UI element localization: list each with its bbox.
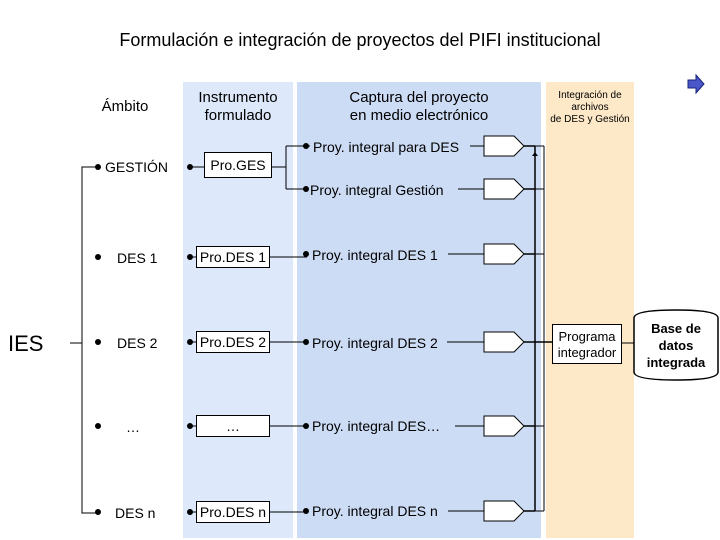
dot: [303, 423, 309, 429]
instrumento-prodes1: Pro.DES 1: [196, 246, 270, 268]
instrumento-proges: Pro.GES: [204, 152, 272, 178]
dot: [303, 251, 309, 257]
file-shape-desx: [483, 415, 525, 437]
programa-line1: Programa: [558, 329, 616, 344]
captura-gestion-des: Proy. integral para DES: [313, 139, 460, 155]
captura-des2: Proy. integral DES 2: [312, 335, 438, 351]
file-shapes: [483, 135, 525, 522]
dot: [95, 423, 101, 429]
base-datos-line3: integrada: [646, 355, 706, 370]
header-instrumento-line1: Instrumento: [198, 89, 278, 106]
arrow-right-icon: [687, 73, 705, 95]
dot: [187, 509, 193, 515]
ies-bracket: [70, 166, 98, 514]
dot: [95, 254, 101, 260]
instrumento-prodesx: …: [196, 415, 270, 437]
header-ambito: Ámbito: [101, 98, 149, 115]
captura-des1: Proy. integral DES 1: [312, 247, 438, 263]
dot: [95, 164, 101, 170]
dot: [303, 508, 309, 514]
base-datos-line1: Base de: [651, 321, 701, 336]
file-shape-des1: [483, 243, 525, 265]
page-title: Formulación e integración de proyectos d…: [119, 30, 601, 50]
header-captura: Captura del proyecto en medio electrónic…: [297, 89, 541, 125]
header-integracion-line3: de DES y Gestión: [550, 114, 630, 125]
ambito-desx: …: [126, 419, 140, 435]
dot: [95, 509, 101, 515]
ambito-des2: DES 2: [117, 335, 158, 351]
file-shape-desn: [483, 500, 525, 522]
dot: [303, 186, 309, 192]
captura-gestion: Proy. integral Gestión: [310, 182, 444, 198]
ambito-gestion: GESTIÓN: [105, 159, 169, 175]
base-datos-label: Base de datos integrada: [636, 320, 716, 371]
programa-integrador: Programa integrador: [552, 324, 622, 364]
file-shape-des2: [483, 331, 525, 353]
ies-label: IES: [8, 331, 44, 356]
base-datos-line2: datos: [658, 338, 694, 353]
dot: [187, 254, 193, 260]
captura-desx: Proy. integral DES…: [312, 418, 441, 434]
file-shape-gestion-des: [483, 135, 525, 157]
column-captura: [297, 82, 541, 538]
column-integracion: [546, 82, 634, 538]
header-instrumento: Instrumento formulado: [183, 89, 293, 125]
ambito-desn: DES n: [115, 505, 156, 521]
dot: [187, 164, 193, 170]
database-icon: [633, 309, 719, 381]
instrumento-prodes2: Pro.DES 2: [196, 331, 270, 353]
header-integracion-line1: Integración de: [558, 90, 622, 101]
header-captura-line1: Captura del proyecto: [349, 89, 489, 106]
header-instrumento-line2: formulado: [204, 107, 272, 124]
dot: [303, 143, 309, 149]
header-integracion: Integración de archivos de DES y Gestión: [546, 90, 634, 126]
file-shape-gestion: [483, 178, 525, 200]
dot: [187, 423, 193, 429]
header-captura-line2: en medio electrónico: [349, 107, 489, 124]
dot: [303, 339, 309, 345]
header-integracion-line2: archivos: [571, 102, 609, 113]
dot: [187, 339, 193, 345]
ambito-des1: DES 1: [117, 250, 158, 266]
captura-desn: Proy. integral DES n: [312, 503, 438, 519]
programa-line2: integrador: [557, 345, 617, 360]
dot: [95, 339, 101, 345]
instrumento-prodesn: Pro.DES n: [196, 501, 270, 523]
